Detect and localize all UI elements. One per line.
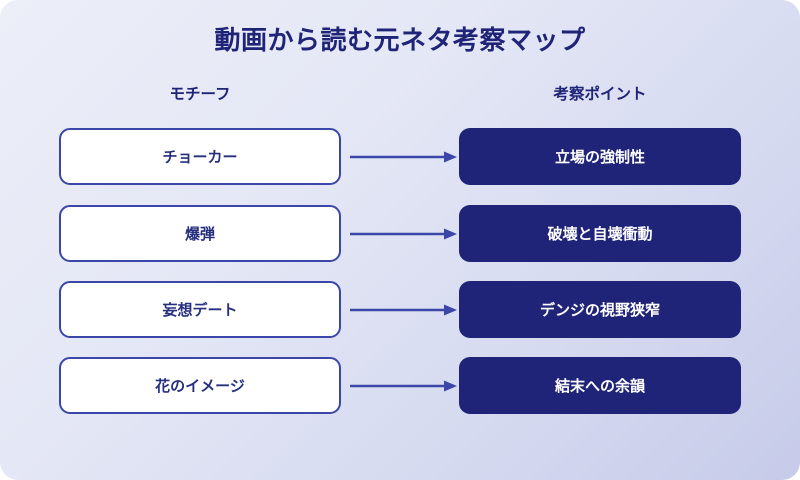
motif-label: 爆弾 bbox=[184, 225, 215, 243]
arrow-right-icon bbox=[350, 302, 458, 316]
point-label: 結末への余韻 bbox=[554, 377, 645, 395]
point-label: デンジの視野狭窄 bbox=[539, 301, 660, 319]
arrow-right-icon bbox=[350, 226, 458, 240]
point-card[interactable]: 立場の強制性 bbox=[459, 128, 741, 185]
mapping-row: チョーカー 立場の強制性 bbox=[0, 128, 800, 185]
point-label: 立場の強制性 bbox=[554, 148, 645, 166]
motif-card[interactable]: チョーカー bbox=[59, 128, 341, 185]
arrow-right-icon bbox=[350, 149, 458, 163]
motif-card[interactable]: 花のイメージ bbox=[59, 357, 341, 414]
arrow-right-icon bbox=[350, 378, 458, 392]
point-card[interactable]: デンジの視野狭窄 bbox=[459, 281, 741, 338]
point-card[interactable]: 結末への余韻 bbox=[459, 357, 741, 414]
point-card[interactable]: 破壊と自壊衝動 bbox=[459, 205, 741, 262]
motif-card[interactable]: 爆弾 bbox=[59, 205, 341, 262]
mapping-row: 花のイメージ 結末への余韻 bbox=[0, 357, 800, 414]
motif-label: 花のイメージ bbox=[155, 377, 245, 395]
motif-label: チョーカー bbox=[162, 148, 238, 166]
column-header-point: 考察ポイント bbox=[553, 85, 647, 103]
mapping-row: 妄想デート デンジの視野狭窄 bbox=[0, 281, 800, 338]
column-header-motif: モチーフ bbox=[169, 85, 231, 103]
page-title: 動画から読む元ネタ考察マップ bbox=[214, 26, 586, 56]
mapping-row: 爆弾 破壊と自壊衝動 bbox=[0, 205, 800, 262]
motif-card[interactable]: 妄想デート bbox=[59, 281, 341, 338]
point-label: 破壊と自壊衝動 bbox=[547, 225, 653, 243]
motif-label: 妄想デート bbox=[162, 301, 238, 319]
